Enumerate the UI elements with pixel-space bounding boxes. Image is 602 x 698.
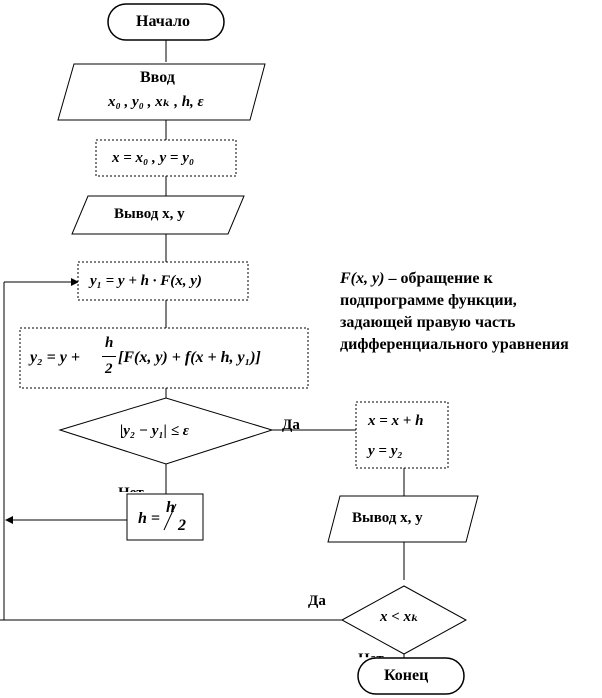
condition2-no: Нет xyxy=(358,652,384,657)
step2-frac-num: h xyxy=(105,335,114,351)
note-text: – обращение к подпрограмме функции, зада… xyxy=(340,270,569,353)
connector-lines xyxy=(0,40,405,660)
input-params: x₀ , y₀ , xₖ , h, ε xyxy=(108,94,204,110)
step2-formula-left: y₂ = y + xyxy=(30,349,81,366)
step2-fraction-line xyxy=(102,356,116,357)
step2-formula-right: [F(x, y) + f(x + h, y₁)] xyxy=(118,349,261,366)
step1-formula: y₁ = y + h · F(x, y) xyxy=(90,273,202,289)
condition1-yes: Да xyxy=(282,417,300,433)
update-line1: x = x + h xyxy=(368,413,424,429)
function-note: F(x, y) – обращение к подпрограмме функц… xyxy=(340,268,590,356)
condition1-diamond xyxy=(58,397,274,465)
halve-process xyxy=(126,493,204,541)
note-func: F(x, y) xyxy=(340,270,385,287)
step2-process xyxy=(19,327,309,389)
start-terminator xyxy=(107,3,225,41)
init-process xyxy=(95,139,237,177)
output2-parallelogram xyxy=(327,495,479,543)
step2-frac-den: 2 xyxy=(105,361,113,377)
condition2-diamond xyxy=(340,585,468,655)
end-terminator xyxy=(357,657,465,695)
start-label: Начало xyxy=(136,13,190,30)
init-formula: x = x₀ , y = y₀ xyxy=(112,150,195,166)
halve-formula-left: h = xyxy=(138,510,161,527)
halve-fraction-bar xyxy=(163,503,177,531)
input-parallelogram xyxy=(57,63,266,121)
output2-label: Вывод x, y xyxy=(352,510,423,526)
halve-frac-den: 2 xyxy=(178,517,186,534)
condition1-no: Нет xyxy=(118,485,144,501)
update-process xyxy=(355,401,449,469)
step1-process xyxy=(77,261,249,301)
update-line2: y = y₂ xyxy=(368,443,403,459)
condition2-yes: Да xyxy=(308,593,326,609)
condition1-formula: |y₂ − y₁| ≤ ε xyxy=(120,423,189,439)
output1-parallelogram xyxy=(71,195,245,235)
output1-label: Вывод x, y xyxy=(114,206,185,222)
halve-frac-num: h xyxy=(166,499,175,516)
input-title: Ввод xyxy=(140,69,175,86)
end-label: Конец xyxy=(384,667,429,684)
condition2-formula: x < xₖ xyxy=(380,609,419,625)
